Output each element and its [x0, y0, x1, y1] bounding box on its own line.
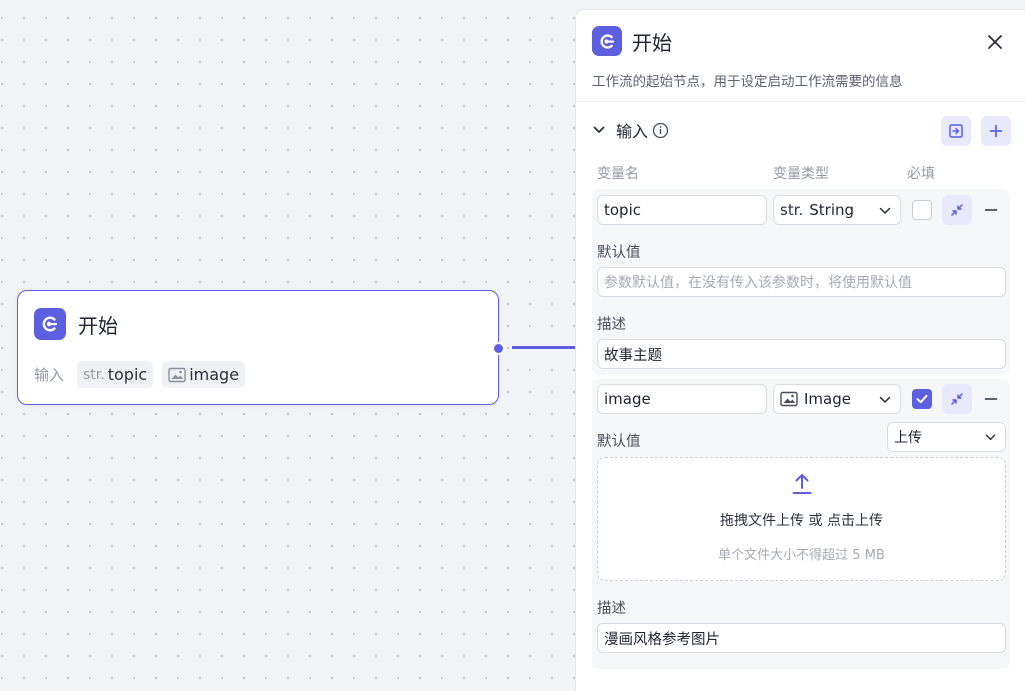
- chevron-down-icon[interactable]: [592, 123, 606, 137]
- node-config-panel: 开始 工作流的起始节点，用于设定启动工作流需要的信息 输入: [575, 9, 1025, 691]
- input-chip-topic: str. topic: [77, 361, 154, 388]
- panel-header: 开始: [592, 26, 672, 56]
- upload-icon: [791, 472, 813, 496]
- inputs-section-header[interactable]: 输入: [592, 118, 669, 142]
- add-variable-button[interactable]: [981, 116, 1011, 146]
- default-value-label: 默认值: [597, 245, 641, 261]
- column-header-name: 变量名: [597, 166, 639, 182]
- description-input[interactable]: 故事主题: [597, 339, 1006, 369]
- start-node[interactable]: 开始 输入 str. topic image: [17, 290, 499, 405]
- panel-title: 开始: [632, 30, 672, 55]
- check-icon: [915, 392, 929, 406]
- variable-type-select[interactable]: str. String: [773, 195, 901, 225]
- section-title: 输入: [616, 122, 649, 141]
- minus-icon: [984, 392, 998, 406]
- input-chip-image: image: [162, 361, 246, 388]
- minus-icon: [984, 203, 998, 217]
- required-checkbox[interactable]: [912, 389, 932, 409]
- variable-name-input[interactable]: topic: [597, 195, 767, 225]
- type-label: String: [809, 201, 855, 219]
- default-mode-label: 上传: [894, 430, 922, 446]
- start-logo-icon: [592, 26, 622, 56]
- default-value-input[interactable]: 参数默认值，在没有传入该参数时，将使用默认值: [597, 267, 1006, 297]
- collapse-variable-button[interactable]: [942, 195, 972, 225]
- input-chip-label: topic: [107, 365, 148, 384]
- type-label: Image: [804, 390, 851, 408]
- node-inputs: 输入 str. topic image: [34, 361, 246, 388]
- node-edge: [512, 346, 576, 349]
- upload-dropzone[interactable]: 拖拽文件上传 或 点击上传 单个文件大小不得超过 5 MB: [597, 457, 1006, 581]
- node-output-handle[interactable]: [492, 342, 505, 355]
- upload-size-hint: 单个文件大小不得超过 5 MB: [718, 548, 885, 563]
- input-chip-label: image: [189, 365, 240, 384]
- column-header-required: 必填: [907, 166, 935, 182]
- description-label: 描述: [597, 317, 626, 333]
- import-icon: [948, 123, 964, 139]
- string-icon: str.: [83, 366, 105, 383]
- string-icon: str.: [780, 201, 804, 219]
- description-label: 描述: [597, 601, 626, 617]
- image-icon: [780, 391, 798, 407]
- variable-type-select[interactable]: Image: [773, 384, 901, 414]
- remove-variable-button[interactable]: [981, 389, 1001, 409]
- close-icon[interactable]: [983, 30, 1007, 54]
- column-header-type: 变量类型: [773, 166, 829, 182]
- collapse-icon: [950, 203, 964, 217]
- node-io-label: 输入: [34, 366, 65, 384]
- chevron-down-icon: [984, 431, 997, 444]
- chevron-down-icon: [878, 204, 892, 218]
- default-mode-select[interactable]: 上传: [887, 422, 1006, 452]
- default-value-label: 默认值: [597, 434, 641, 450]
- divider: [576, 101, 1025, 102]
- chevron-down-icon: [878, 393, 892, 407]
- collapse-icon: [950, 392, 964, 406]
- collapse-variable-button[interactable]: [942, 384, 972, 414]
- start-node-header: 开始: [34, 308, 118, 340]
- panel-description: 工作流的起始节点，用于设定启动工作流需要的信息: [592, 74, 903, 90]
- image-icon: [168, 367, 186, 383]
- plus-icon: [989, 124, 1003, 138]
- variable-name-input[interactable]: image: [597, 384, 767, 414]
- description-input[interactable]: 漫画风格参考图片: [597, 623, 1006, 653]
- upload-instruction: 拖拽文件上传 或 点击上传: [720, 513, 883, 529]
- required-checkbox[interactable]: [912, 200, 932, 220]
- remove-variable-button[interactable]: [981, 200, 1001, 220]
- info-icon[interactable]: [652, 122, 669, 139]
- start-logo-icon: [34, 308, 66, 340]
- node-title: 开始: [78, 313, 118, 338]
- import-button[interactable]: [941, 116, 971, 146]
